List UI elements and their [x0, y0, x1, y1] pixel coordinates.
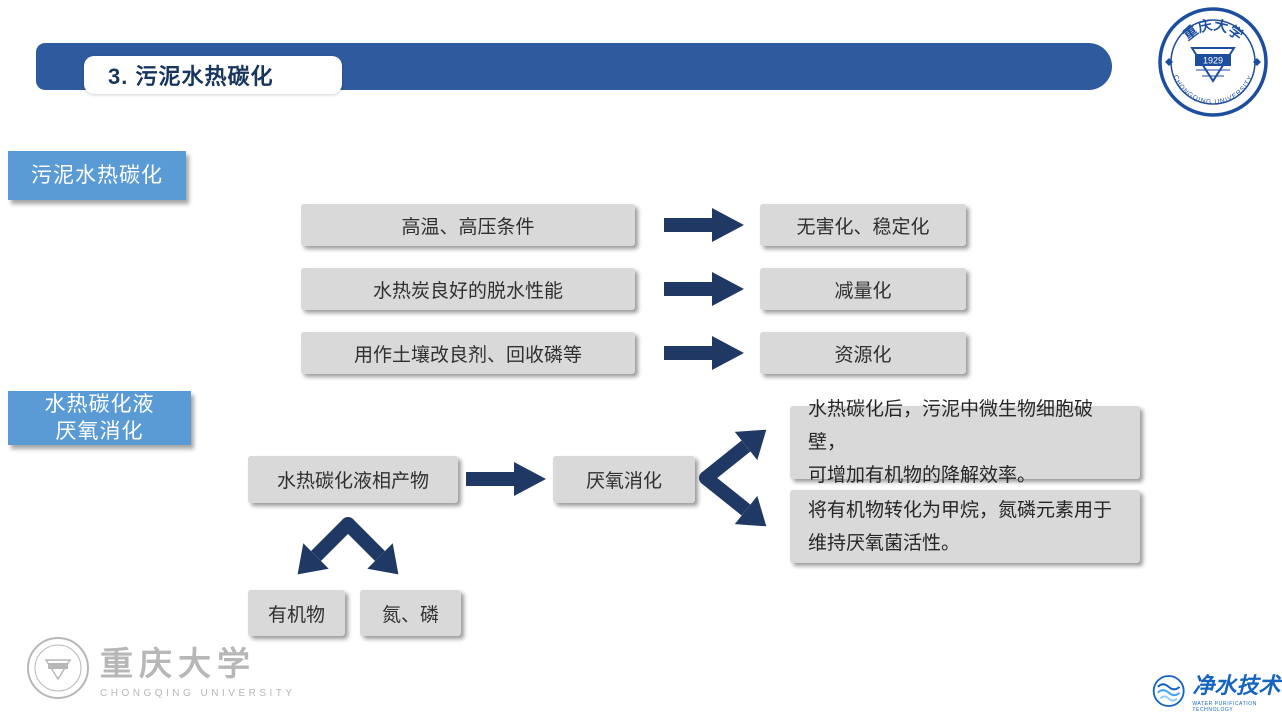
condition-box-1: 高温、高压条件 — [301, 204, 635, 246]
note-1-line-1: 水热碳化后，污泥中微生物细胞破壁， — [808, 399, 1094, 453]
condition-text-1: 高温、高压条件 — [401, 216, 535, 238]
section-label-anaerobic-line2: 厌氧消化 — [55, 420, 144, 443]
right-arrow-icon — [664, 336, 744, 370]
result-text-1: 无害化、稳定化 — [796, 216, 930, 238]
condition-box-2: 水热炭良好的脱水性能 — [301, 268, 635, 310]
flow-process-text: 厌氧消化 — [585, 471, 662, 492]
university-name-cn: 重庆大学 — [100, 644, 256, 683]
branch-right-arrows-icon — [699, 429, 767, 527]
condition-text-3: 用作土壤改良剂、回收磷等 — [353, 344, 582, 366]
note-box-2: 将有机物转化为甲烷，氮磷元素用于 维持厌氧菌活性。 — [790, 490, 1140, 563]
journal-logo: 净水技术 WATER PURIFICATION TECHNOLOGY — [1152, 668, 1282, 713]
seal-year-text: 1929 — [1203, 56, 1223, 66]
note-box-1: 水热碳化后，污泥中微生物细胞破壁， 可增加有机物的降解效率。 — [790, 399, 1140, 486]
section-label-anaerobic: 水热碳化液 厌氧消化 — [8, 391, 191, 445]
university-watermark: 重庆大学 CHONGQING UNIVERSITY — [26, 636, 296, 700]
result-text-3: 资源化 — [834, 344, 892, 366]
flow-source-box: 水热碳化液相产物 — [248, 456, 458, 503]
result-text-2: 减量化 — [834, 280, 892, 302]
university-name-en: CHONGQING UNIVERSITY — [100, 688, 296, 699]
result-box-2: 减量化 — [760, 268, 966, 310]
note-1-line-2: 可增加有机物的降解效率。 — [808, 465, 1037, 486]
condition-text-2: 水热炭良好的脱水性能 — [372, 280, 563, 302]
section-label-hydrothermal-text: 污泥水热碳化 — [31, 164, 163, 187]
university-watermark-seal-icon — [27, 637, 89, 699]
journal-text-block: 净水技术 WATER PURIFICATION TECHNOLOGY — [1192, 668, 1282, 713]
product-text-np: 氮、磷 — [381, 604, 439, 626]
right-arrow-icon — [664, 272, 744, 306]
note-2-line-2: 维持厌氧菌活性。 — [808, 532, 961, 554]
journal-subtitle: WATER PURIFICATION TECHNOLOGY — [1192, 701, 1257, 713]
condition-box-3: 用作土壤改良剂、回收磷等 — [301, 332, 635, 374]
note-2-line-1: 将有机物转化为甲烷，氮磷元素用于 — [808, 499, 1113, 521]
university-seal-icon: 重庆大学 CHONGQING UNIVERSITY 1929 — [1158, 7, 1268, 117]
result-box-3: 资源化 — [760, 332, 966, 374]
water-swirl-icon — [1152, 674, 1185, 707]
university-watermark-text: 重庆大学 CHONGQING UNIVERSITY — [100, 637, 296, 699]
right-arrow-icon — [466, 462, 546, 496]
result-box-1: 无害化、稳定化 — [760, 204, 966, 246]
page-title: 3. 污泥水热碳化 — [108, 64, 274, 89]
product-text-organics: 有机物 — [267, 604, 325, 626]
section-label-hydrothermal: 污泥水热碳化 — [8, 151, 186, 200]
right-arrow-icon — [664, 208, 744, 242]
journal-name: 净水技术 — [1192, 673, 1281, 699]
product-box-np: 氮、磷 — [360, 590, 461, 636]
flow-process-box: 厌氧消化 — [553, 456, 695, 503]
product-box-organics: 有机物 — [248, 590, 345, 636]
section-label-anaerobic-line1: 水热碳化液 — [44, 393, 155, 416]
branch-down-arrows-icon — [297, 517, 399, 575]
title-tab: 3. 污泥水热碳化 — [84, 56, 342, 94]
flow-source-text: 水热碳化液相产物 — [276, 471, 429, 492]
